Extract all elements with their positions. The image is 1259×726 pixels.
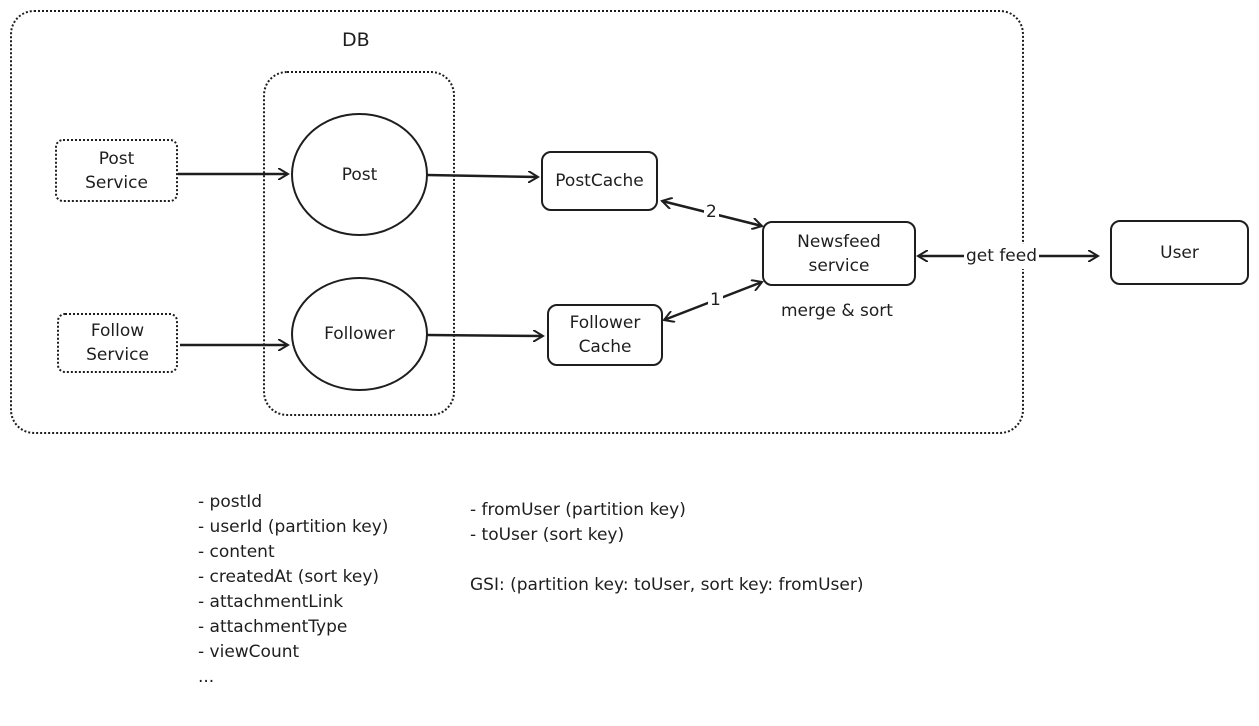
follow-service-label: Follow Service	[86, 321, 149, 365]
post-schema-item: - viewCount	[198, 642, 300, 662]
arrow-follower-to-followercache	[426, 335, 543, 336]
merge-sort-note: merge & sort	[781, 301, 893, 321]
user-label: User	[1160, 242, 1199, 263]
followercache-node: Follower Cache	[547, 304, 663, 366]
post-node: Post	[291, 113, 428, 236]
post-schema-item: - userId (partition key)	[198, 517, 389, 537]
post-schema-item: - postId	[198, 492, 263, 512]
post-schema-item: ...	[198, 667, 215, 687]
post-schema-item: - attachmentLink	[198, 592, 344, 612]
follower-schema-item: - fromUser (partition key)	[470, 500, 686, 520]
arrow-post-to-postcache	[426, 175, 538, 177]
post-service-label: Post Service	[85, 148, 148, 193]
user-node: User	[1110, 220, 1249, 285]
outer-container	[10, 10, 1024, 434]
follower-schema-item: - toUser (sort key)	[470, 525, 625, 545]
db-group	[263, 71, 455, 416]
edge-label-get-feed: get feed	[964, 244, 1040, 269]
post-schema-list: - postId - userId (partition key) - cont…	[198, 490, 388, 690]
follower-node: Follower	[291, 277, 428, 391]
post-schema-item: - createdAt (sort key)	[198, 567, 380, 587]
follower-label: Follower	[324, 324, 395, 344]
post-schema-item: - attachmentType	[198, 617, 348, 637]
db-label: DB	[342, 29, 370, 51]
follow-service-node: Follow Service	[57, 313, 178, 373]
newsfeed-label: Newsfeed service	[797, 231, 881, 276]
post-schema-item: - content	[198, 542, 275, 562]
post-service-node: Post Service	[55, 139, 178, 202]
followercache-label: Follower Cache	[569, 313, 641, 357]
gsi-note: GSI: (partition key: toUser, sort key: f…	[470, 575, 864, 595]
edge-label-1: 1	[708, 288, 723, 313]
post-label: Post	[341, 164, 378, 185]
follower-schema-list: - fromUser (partition key) - toUser (sor…	[470, 498, 686, 548]
newsfeed-node: Newsfeed service	[762, 221, 916, 286]
postcache-node: PostCache	[541, 151, 658, 211]
edge-label-2: 2	[704, 200, 719, 225]
postcache-label: PostCache	[555, 171, 644, 191]
